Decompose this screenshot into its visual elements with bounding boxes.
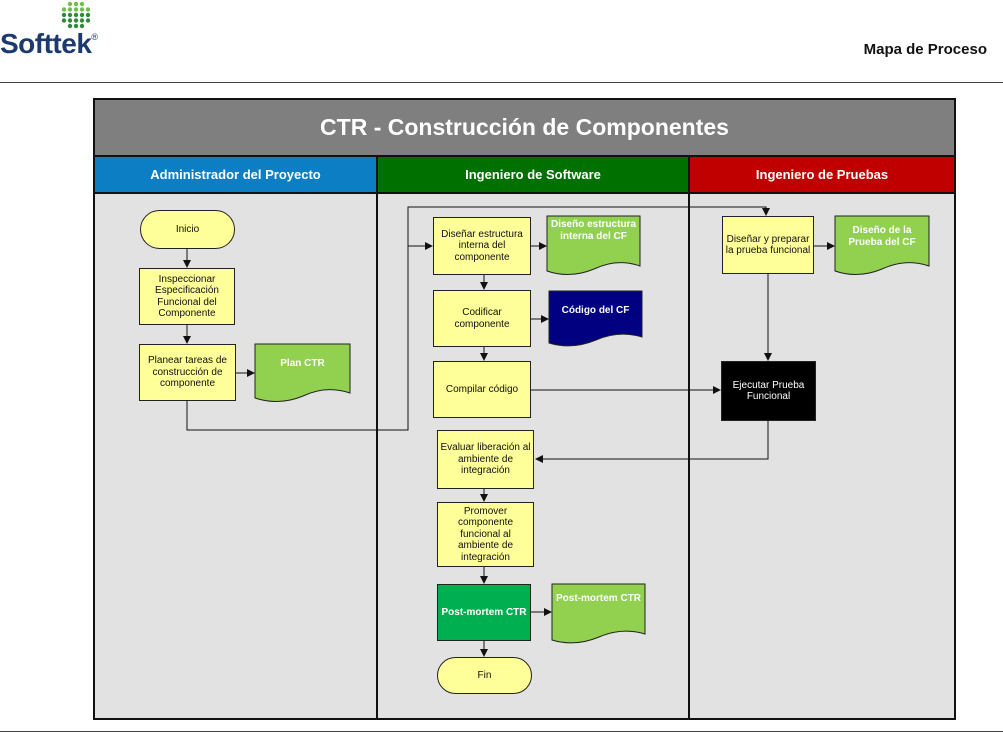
logo-dot <box>61 12 67 18</box>
logo-dot <box>61 7 67 12</box>
document-shape-codigo <box>548 290 643 347</box>
start-terminal: Inicio <box>140 210 235 249</box>
logo-dot <box>67 18 73 23</box>
step-disenar-estructura: Diseñar estructura interna del component… <box>433 217 531 275</box>
document-diseno-estructura: Diseño estructura interna del CF <box>550 219 637 242</box>
logo-dot <box>73 18 79 23</box>
logo-dot <box>73 23 79 29</box>
lane-divider <box>376 157 378 720</box>
logo-dot <box>67 7 73 12</box>
header-divider <box>0 82 1003 83</box>
logo-dot <box>79 12 85 18</box>
logo-dot <box>85 7 91 12</box>
logo-mark-icon <box>61 1 91 29</box>
document-shape-postmortem <box>551 583 646 644</box>
logo: Softtek® <box>0 28 98 59</box>
end-terminal: Fin <box>437 657 532 694</box>
page-title: Mapa de Proceso <box>863 41 987 58</box>
document-shape-plan-ctr <box>254 343 351 402</box>
logo-dot <box>79 1 85 7</box>
document-shape-diseno-prueba <box>834 215 930 275</box>
step-promover: Promover componente funcional al ambient… <box>437 502 534 567</box>
diagram-title: CTR - Construcción de Componentes <box>95 100 954 157</box>
logo-dot <box>73 1 79 7</box>
step-inspeccionar: Inspeccionar Especificación Funcional de… <box>139 268 235 325</box>
step-disenar-prueba: Diseñar y preparar la prueba funcional <box>722 216 814 274</box>
lane-divider <box>688 157 690 720</box>
logo-dot <box>79 23 85 29</box>
logo-dot <box>73 7 79 12</box>
lane-header-qa: Ingeniero de Pruebas <box>690 157 954 194</box>
logo-dot <box>61 18 67 23</box>
step-planear: Planear tareas de construcción de compon… <box>139 344 236 401</box>
document-plan-ctr: Plan CTR <box>280 358 325 369</box>
logo-dot <box>85 18 91 23</box>
document-diseno-prueba: Diseño de la Prueba del CF <box>848 225 916 248</box>
step-codificar: Codificar componente <box>433 290 531 347</box>
lane-header-admin: Administrador del Proyecto <box>95 157 376 194</box>
logo-dot <box>67 23 73 29</box>
step-compilar: Compilar código <box>433 361 531 418</box>
logo-dot <box>79 18 85 23</box>
logo-dot <box>67 12 73 18</box>
lane-header-dev: Ingeniero de Software <box>378 157 688 194</box>
step-ejecutar-prueba: Ejecutar Prueba Funcional <box>721 361 816 421</box>
logo-dot <box>73 12 79 18</box>
step-evaluar: Evaluar liberación al ambiente de integr… <box>437 430 534 489</box>
step-postmortem: Post-mortem CTR <box>437 584 531 641</box>
logo-dot <box>85 12 91 18</box>
logo-dot <box>67 1 73 7</box>
document-postmortem: Post-mortem CTR <box>555 593 641 604</box>
document-codigo: Código del CF <box>561 305 630 316</box>
document-shape-diseno-estructura <box>546 215 641 275</box>
logo-dot <box>79 7 85 12</box>
